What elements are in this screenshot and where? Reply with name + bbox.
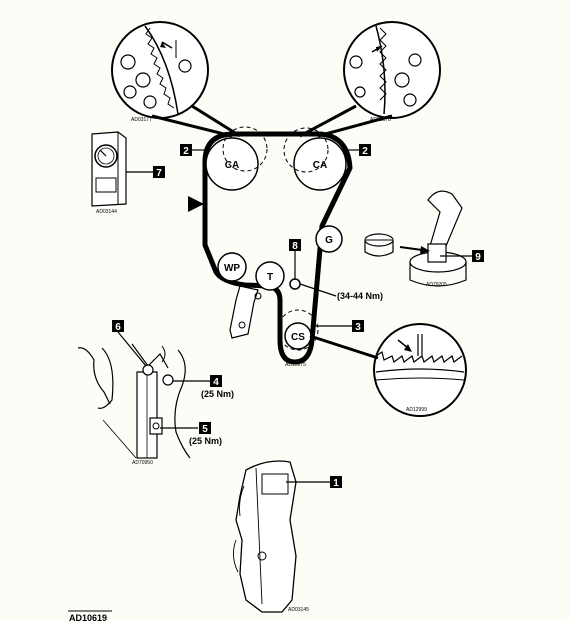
sprocket-label: CS bbox=[291, 332, 305, 343]
camshaft-sprocket-left: CA bbox=[205, 126, 268, 191]
idler-pulley: G bbox=[315, 225, 343, 253]
sprocket-label: WP bbox=[224, 263, 240, 274]
callout-9: 9 bbox=[472, 250, 484, 263]
callout-2-right: 2 bbox=[359, 144, 371, 157]
callout-number: 7 bbox=[156, 168, 162, 179]
callout-8: 8 bbox=[289, 239, 301, 252]
tensioner-bolt bbox=[289, 278, 301, 290]
timing-belt bbox=[202, 131, 353, 365]
camshaft-sprocket-right: CA bbox=[283, 127, 347, 191]
callout-number: 5 bbox=[202, 424, 208, 435]
callout-number: 2 bbox=[183, 146, 189, 157]
crank-detail-view: AD12999 bbox=[373, 323, 467, 417]
special-tool-detail: AD79205 bbox=[364, 190, 467, 288]
figure-id: AD10619 bbox=[69, 613, 107, 621]
sprocket-label: T bbox=[267, 272, 273, 283]
timing-cover: AD03145 bbox=[233, 460, 309, 613]
ref-code: AD03145 bbox=[288, 607, 309, 613]
callout-number: 8 bbox=[292, 241, 298, 252]
callout-number: 3 bbox=[355, 322, 361, 333]
sprocket-label: G bbox=[325, 235, 333, 246]
sprocket-label: CA bbox=[225, 160, 239, 171]
callout-6: 6 bbox=[112, 320, 124, 333]
sprocket-label: CA bbox=[313, 160, 327, 171]
ref-code: AD12999 bbox=[406, 407, 427, 413]
callout-number: 6 bbox=[115, 322, 121, 333]
callout-number: 2 bbox=[362, 146, 368, 157]
callout-7: 7 bbox=[153, 166, 165, 179]
callout-number: 1 bbox=[333, 478, 339, 489]
tensioner-bracket bbox=[229, 285, 259, 339]
callout-3: 3 bbox=[352, 320, 364, 333]
crankshaft-sprocket: CS AD10675 bbox=[277, 309, 319, 368]
callout-1: 1 bbox=[330, 476, 342, 489]
ref-code: AD10675 bbox=[285, 362, 306, 368]
water-pump-pulley: WP bbox=[217, 252, 247, 282]
arrow-icon bbox=[160, 42, 166, 48]
locking-pin-detail: AD70950 bbox=[77, 343, 191, 466]
callout-4: 4 bbox=[210, 375, 222, 388]
callout-number: 4 bbox=[213, 377, 219, 388]
torque-spec-5: (25 Nm) bbox=[189, 436, 222, 446]
torque-spec-8: (34-44 Nm) bbox=[337, 291, 383, 301]
ref-code: AD79205 bbox=[426, 282, 447, 288]
cam-right-detail-view: AD03178 bbox=[343, 21, 441, 123]
arrow-icon bbox=[420, 246, 430, 254]
tensioner-pulley: T bbox=[255, 261, 301, 291]
ref-code: AD03144 bbox=[96, 209, 117, 215]
arrow-icon bbox=[404, 344, 412, 352]
callout-number: 9 bbox=[475, 252, 481, 263]
arrow-icon bbox=[376, 46, 382, 52]
ref-code: AD70950 bbox=[132, 460, 153, 466]
cam-left-detail-view: AD03177 bbox=[111, 21, 209, 123]
gauge-tool-detail: AD03144 bbox=[91, 131, 127, 215]
callout-2-left: 2 bbox=[180, 144, 192, 157]
callout-5: 5 bbox=[199, 422, 211, 435]
torque-spec-4: (25 Nm) bbox=[201, 389, 234, 399]
figure-id-box: AD10619 bbox=[68, 610, 112, 623]
rotation-direction-icon bbox=[188, 196, 204, 212]
ref-code: AD03177 bbox=[131, 117, 152, 123]
